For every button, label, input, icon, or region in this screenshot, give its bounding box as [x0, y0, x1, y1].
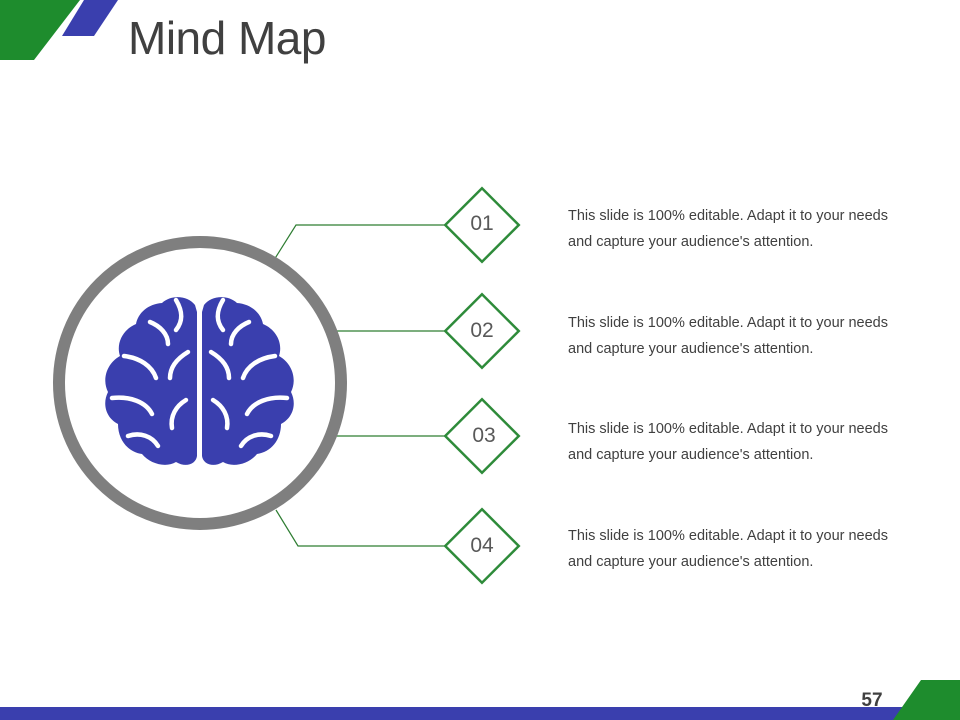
item-description-04: This slide is 100% editable. Adapt it to… [568, 523, 928, 575]
corner-decoration [0, 0, 118, 60]
item-description-line: and capture your audience's attention. [568, 447, 814, 463]
item-number-02: 02 [470, 319, 494, 342]
green-corner-shape [0, 0, 80, 60]
bottom-blue-bar [0, 707, 905, 720]
item-description-line: and capture your audience's attention. [568, 554, 814, 570]
item-description-03: This slide is 100% editable. Adapt it to… [568, 416, 928, 468]
item-description-line: This slide is 100% editable. Adapt it to… [568, 421, 888, 437]
item-description-line: This slide is 100% editable. Adapt it to… [568, 315, 888, 331]
item-description-line: This slide is 100% editable. Adapt it to… [568, 208, 888, 224]
item-description-01: This slide is 100% editable. Adapt it to… [568, 203, 928, 255]
item-description-02: This slide is 100% editable. Adapt it to… [568, 310, 928, 362]
connector-line-01 [273, 224, 446, 261]
diamond-03 [443, 397, 521, 475]
bottom-right-green-shape [893, 680, 960, 720]
connector-line-04 [275, 509, 446, 547]
brain-icon [105, 297, 294, 465]
diamond-02 [443, 292, 521, 370]
item-description-line: and capture your audience's attention. [568, 234, 814, 250]
diamond-01 [443, 186, 521, 264]
page-title: Mind Map [128, 12, 326, 64]
blue-slash-shape [62, 0, 118, 36]
diamond-04 [443, 507, 521, 585]
item-description-line: This slide is 100% editable. Adapt it to… [568, 528, 888, 544]
page-number: 57 [861, 690, 883, 711]
item-number-01: 01 [470, 212, 494, 235]
item-number-04: 04 [470, 534, 494, 557]
item-description-line: and capture your audience's attention. [568, 341, 814, 357]
item-number-03: 03 [472, 424, 496, 447]
brain-ring [53, 236, 347, 530]
